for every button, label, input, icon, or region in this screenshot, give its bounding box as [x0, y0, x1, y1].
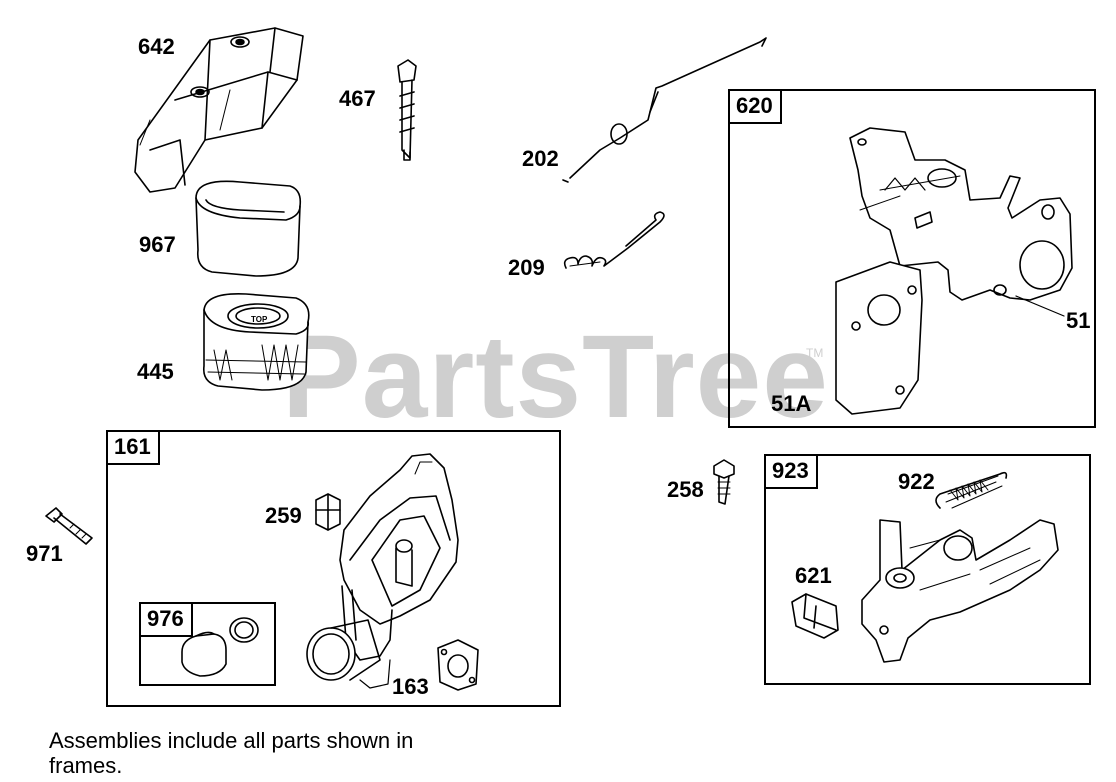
part-621-clip[interactable]	[791, 593, 839, 639]
callout-163[interactable]: 163	[392, 674, 429, 699]
part-642-cover[interactable]	[134, 27, 304, 193]
part-163-gasket[interactable]	[437, 639, 479, 691]
callout-445[interactable]: 445	[137, 359, 174, 384]
callout-621[interactable]: 621	[795, 563, 832, 588]
watermark: PartsTree	[282, 311, 829, 443]
frame-161-tag: 161	[106, 430, 160, 465]
part-971-bolt[interactable]	[45, 507, 93, 545]
part-161-housing[interactable]	[306, 453, 459, 689]
part-923-bracket[interactable]	[861, 519, 1059, 663]
callout-971[interactable]: 971	[26, 541, 63, 566]
part-259-clip[interactable]	[315, 493, 341, 531]
frame-976-tag: 976	[139, 602, 193, 637]
part-445-filter[interactable]	[202, 293, 310, 391]
part-209-spring[interactable]	[563, 211, 665, 269]
callout-967[interactable]: 967	[139, 232, 176, 257]
callout-467[interactable]: 467	[339, 86, 376, 111]
callout-922[interactable]: 922	[898, 469, 935, 494]
callout-209[interactable]: 209	[508, 255, 545, 280]
part-467-stud[interactable]	[397, 59, 417, 161]
callout-51a[interactable]: 51A	[771, 391, 812, 416]
part-620-bracket[interactable]	[849, 127, 1073, 301]
part-202-link[interactable]	[562, 37, 767, 183]
part-976-primer[interactable]	[181, 617, 259, 677]
assemblies-note: Assemblies include all parts shown in fr…	[49, 728, 414, 778]
frame-923-tag: 923	[764, 454, 818, 489]
callout-202[interactable]: 202	[522, 146, 559, 171]
callout-258[interactable]: 258	[667, 477, 704, 502]
frame-976[interactable]: 976	[139, 602, 276, 686]
part-967-precleaner[interactable]	[195, 180, 302, 277]
filter-top-marking: TOP	[251, 315, 268, 324]
part-922-spring[interactable]	[935, 471, 1008, 509]
frame-620[interactable]: 620	[728, 89, 1096, 428]
frame-923[interactable]: 923	[764, 454, 1091, 685]
part-51a-plate[interactable]	[835, 261, 923, 415]
part-258-screw[interactable]	[713, 459, 735, 505]
callout-259[interactable]: 259	[265, 503, 302, 528]
callout-642[interactable]: 642	[138, 34, 175, 59]
frame-620-tag: 620	[728, 89, 782, 124]
callout-51[interactable]: 51	[1066, 308, 1091, 333]
frame-161[interactable]: 161	[106, 430, 561, 707]
trademark-mark: TM	[806, 346, 824, 360]
